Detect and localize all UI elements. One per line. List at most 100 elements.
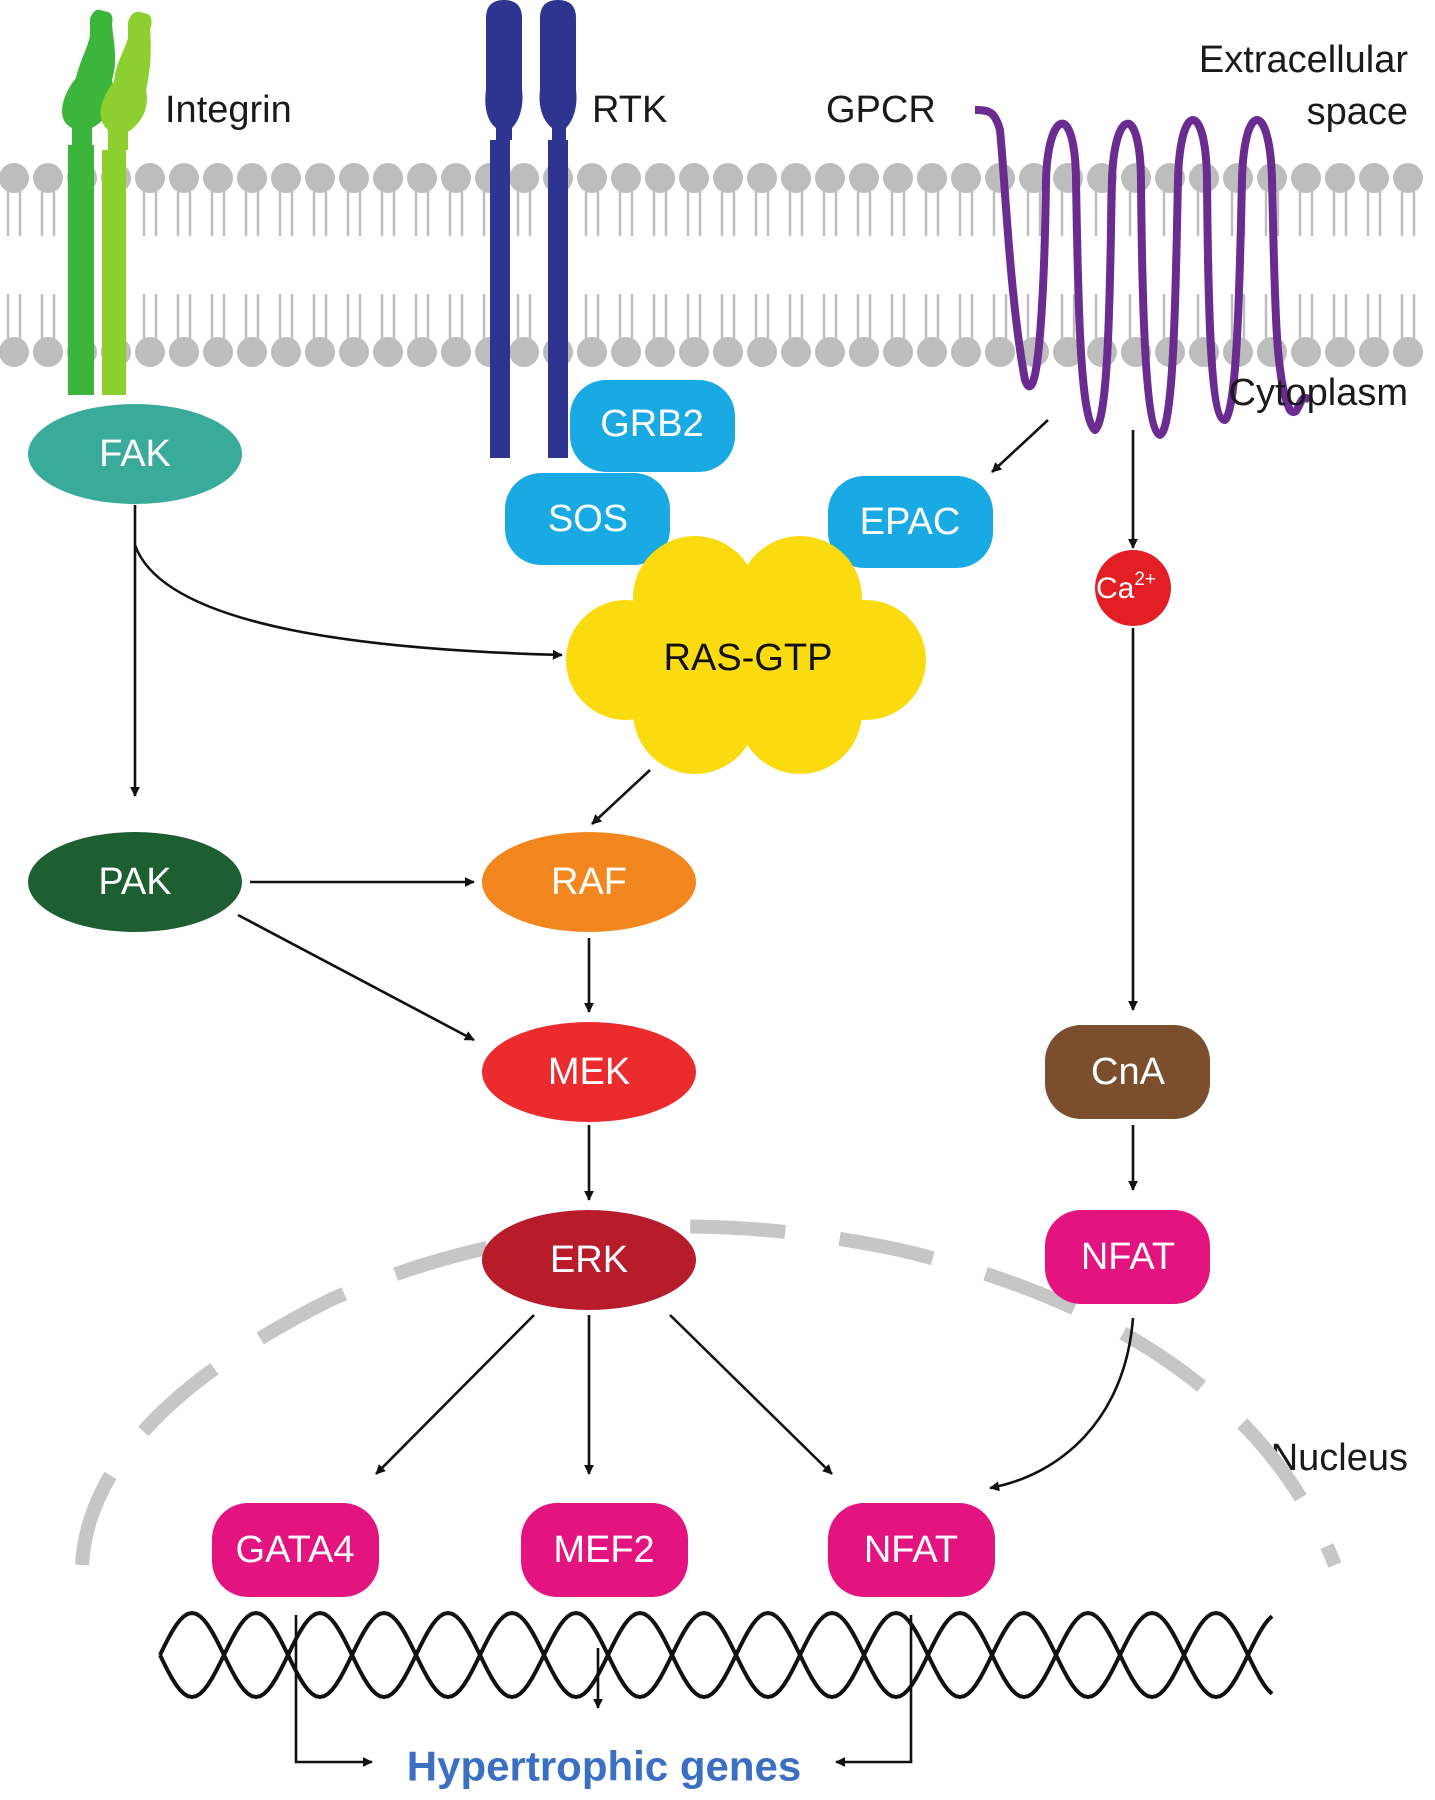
arrow-ras-to-raf — [591, 769, 651, 825]
nfat-nucleus-label: NFAT — [864, 1529, 958, 1571]
lipid-head — [985, 337, 1015, 367]
lipid-head — [815, 163, 845, 193]
mef2-label: MEF2 — [553, 1529, 654, 1571]
raf-label: RAF — [551, 861, 627, 903]
lipid-head — [407, 163, 437, 193]
lipid-head — [237, 163, 267, 193]
rtk-left-chain — [485, 0, 523, 458]
lipid-head — [1291, 337, 1321, 367]
lipid-head — [1087, 337, 1117, 367]
lipid-head — [951, 163, 981, 193]
lipid-head — [509, 337, 539, 367]
ras-gtp-label: RAS-GTP — [664, 637, 833, 679]
calcium-label: Ca2+ — [1096, 569, 1156, 605]
lipid-head — [747, 163, 777, 193]
epac-node — [828, 476, 993, 568]
lipid-head — [339, 337, 369, 367]
erk-node — [482, 1210, 696, 1310]
dna-strand-1 — [158, 1610, 1274, 1700]
lipid-head — [1325, 337, 1355, 367]
lipid-head — [883, 163, 913, 193]
lipid-head — [645, 163, 675, 193]
cna-label: CnA — [1091, 1051, 1166, 1093]
lipid-head — [747, 337, 777, 367]
nfat-nucleus-node — [828, 1503, 995, 1597]
lipid-head — [713, 163, 743, 193]
epac-label: EPAC — [860, 501, 961, 543]
nuclear-envelope — [75, 1219, 1342, 1568]
lipid-head — [135, 163, 165, 193]
hypertrophic-genes-label: Hypertrophic genes — [407, 1743, 801, 1790]
lipid-head — [815, 337, 845, 367]
lipid-head — [1325, 163, 1355, 193]
raf-node — [482, 832, 696, 932]
sos-node — [505, 473, 670, 565]
lipid-head — [33, 337, 63, 367]
lipid-head — [169, 163, 199, 193]
lipid-head — [0, 163, 29, 193]
arrow-gpcr-to-epac — [991, 419, 1049, 473]
pathway-arrows — [130, 419, 1138, 1767]
lipid-head — [1359, 163, 1389, 193]
lipid-head — [271, 163, 301, 193]
calcium-superscript: 2+ — [1134, 569, 1156, 590]
lipid-head — [1053, 337, 1083, 367]
arrow-fak-to-ras — [133, 544, 563, 660]
lipid-head — [577, 337, 607, 367]
cytoplasm-label: Cytoplasm — [1229, 372, 1409, 414]
arrow-nfat-to-genes — [835, 1615, 913, 1767]
arrow-pak-to-mek — [237, 913, 475, 1042]
lipid-head — [611, 163, 641, 193]
lipid-head — [781, 337, 811, 367]
integrin-label: Integrin — [165, 89, 292, 131]
integrin-beta-subunit — [100, 11, 152, 395]
gpcr-label: GPCR — [826, 89, 936, 131]
dna-double-helix — [158, 1610, 1274, 1700]
lipid-head — [951, 337, 981, 367]
lipid-head — [1393, 337, 1423, 367]
lipid-head — [1359, 337, 1389, 367]
lipid-head — [339, 163, 369, 193]
lipid-head — [441, 163, 471, 193]
arrow-erk-to-nfat — [669, 1314, 833, 1475]
lipid-head — [373, 163, 403, 193]
lipid-head — [373, 337, 403, 367]
erk-label: ERK — [550, 1239, 628, 1281]
grb2-node — [570, 380, 735, 472]
calcium-base-text: Ca — [1096, 572, 1135, 605]
gata4-node — [212, 1503, 379, 1597]
lipid-head — [849, 163, 879, 193]
extracellular-label-line1: Extracellular — [1199, 39, 1408, 81]
gata4-label: GATA4 — [236, 1529, 355, 1571]
mek-label: MEK — [548, 1051, 630, 1093]
lipid-head — [883, 337, 913, 367]
lipid-head — [169, 337, 199, 367]
integrin-receptor — [62, 9, 152, 396]
pak-label: PAK — [98, 861, 171, 903]
calcium-node — [1095, 550, 1171, 626]
arrow-erk-to-gata4 — [375, 1314, 535, 1475]
lipid-head — [33, 163, 63, 193]
lipid-head — [135, 337, 165, 367]
fak-label: FAK — [99, 433, 171, 475]
lipid-head — [203, 163, 233, 193]
lipid-head — [917, 163, 947, 193]
lipid-head — [577, 163, 607, 193]
ras-gtp-node — [566, 536, 926, 774]
lipid-head — [713, 337, 743, 367]
lipid-head — [0, 337, 29, 367]
extracellular-label-line2: space — [1307, 91, 1408, 133]
lipid-head — [679, 163, 709, 193]
lipid-head — [271, 337, 301, 367]
pak-node — [28, 832, 242, 932]
lipid-head — [237, 337, 267, 367]
rtk-receptor — [485, 0, 577, 458]
grb2-label: GRB2 — [600, 403, 703, 445]
lipid-head — [645, 337, 675, 367]
lipid-head — [407, 337, 437, 367]
rtk-label: RTK — [592, 89, 667, 131]
nfat-cytoplasm-node — [1045, 1210, 1210, 1304]
dna-strand-2 — [158, 1610, 1274, 1700]
cna-node — [1045, 1025, 1210, 1119]
